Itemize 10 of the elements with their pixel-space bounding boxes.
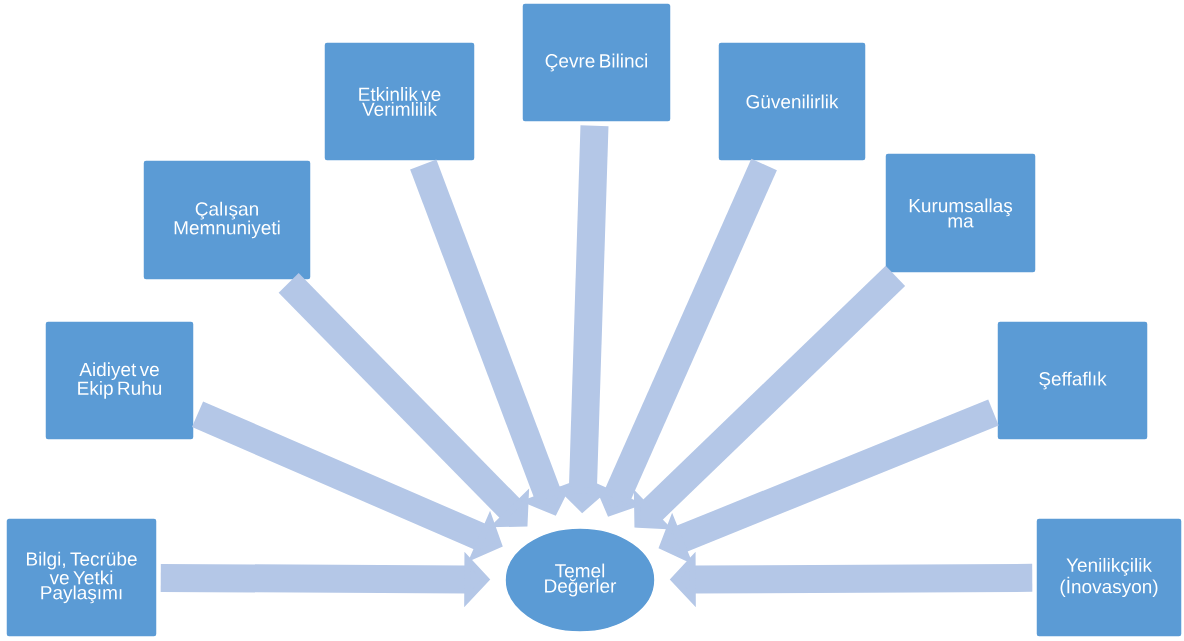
value-box: Bilgi, Tecrübe ve Yetki Paylaşımı xyxy=(5,517,158,638)
value-box: Çalışan Memnuniyeti xyxy=(142,159,312,281)
value-box: Çevre Bilinci xyxy=(521,2,672,123)
value-box: Yenilikçilik (İnovasyon) xyxy=(1035,517,1183,638)
value-box: Aidiyet ve Ekip Ruhu xyxy=(44,320,195,441)
value-box: Şeffaflık xyxy=(996,320,1149,441)
value-box: Güvenilirlik xyxy=(717,41,867,162)
value-box: Etkinlik ve Verimlilik xyxy=(323,41,476,162)
block-arrow xyxy=(278,273,530,528)
value-box: Kurumsallaş ma xyxy=(884,152,1037,274)
